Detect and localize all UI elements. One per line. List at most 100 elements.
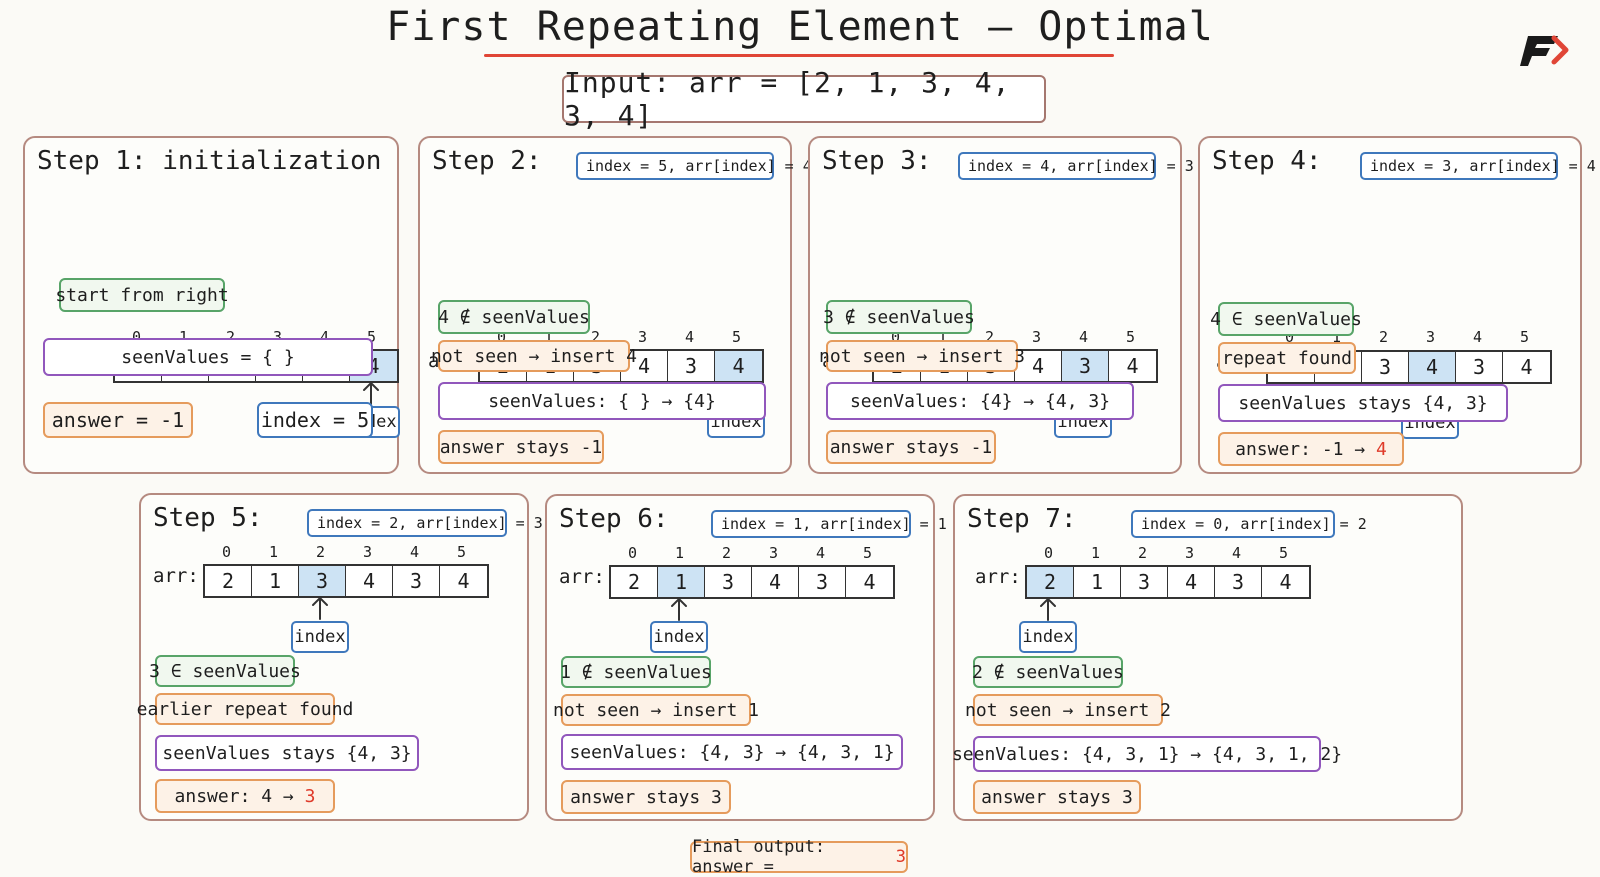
array-index-label: 5 — [1278, 544, 1289, 562]
array-index-label: 2 — [590, 328, 601, 346]
membership-check-box: 3 ∉ seenValues — [823, 300, 975, 334]
answer-box: answer stays -1 — [438, 430, 604, 464]
array-index-label: 4 — [684, 328, 695, 346]
answer-box: answer stays -1 — [826, 430, 996, 464]
answer-new-value: 3 — [304, 785, 316, 807]
array-index-label: 0 — [1043, 544, 1054, 562]
index-value-box: index = 5 — [257, 402, 373, 438]
final-output-value: 3 — [895, 847, 906, 867]
step-info-box: index = 5, arr[index] = 4 — [576, 152, 812, 180]
array-index-label: 2 — [225, 328, 236, 346]
membership-check-box: 4 ∈ seenValues — [1210, 302, 1362, 336]
array-cell: 1 — [252, 566, 299, 596]
array-index-label: 4 — [409, 543, 420, 561]
seen-values-box: seenValues: { } → {4} — [438, 382, 766, 420]
action-box: earlier repeat found — [137, 693, 353, 725]
array-cell: 3 — [1215, 567, 1262, 597]
action-box: not seen → insert 3 — [819, 340, 1025, 372]
brand-logo-icon — [1520, 35, 1569, 66]
step-panel-1: Step 1: initialization012345arr:213434in… — [23, 136, 400, 474]
index-pointer-label: index — [291, 621, 349, 653]
array-cell: 2 — [1027, 567, 1074, 597]
step-title: Step 7: — [967, 504, 1077, 534]
array-index-label: 3 — [272, 328, 283, 346]
array-index-label: 0 — [131, 328, 142, 346]
array-index-label: 4 — [1231, 544, 1242, 562]
array-cell: 3 — [705, 567, 752, 597]
array-cell: 4 — [863, 570, 876, 594]
array-index-label: 3 — [768, 544, 779, 562]
array-index-label: 3 — [362, 543, 373, 561]
array-index-label: 5 — [366, 328, 377, 346]
seen-values-box: seenValues = { } — [43, 338, 373, 376]
array-index-label: 0 — [496, 328, 507, 346]
step-title: Step 5: — [153, 503, 263, 533]
membership-check-box: 3 ∈ seenValues — [149, 655, 301, 687]
membership-check-box: 4 ∉ seenValues — [438, 300, 590, 334]
array-index-label: 5 — [1125, 328, 1136, 346]
array-index-label: 4 — [1472, 328, 1483, 346]
step-title: Step 6: — [559, 504, 669, 534]
answer-text: answer stays 3 — [981, 786, 1133, 808]
answer-box: answer: -1 → 4 — [1218, 432, 1404, 466]
answer-box: answer: 4 → 3 — [155, 779, 335, 813]
array-index-label: 0 — [627, 544, 638, 562]
page-title: First Repeating Element — Optimal — [386, 4, 1214, 50]
array-cell: 1 — [1074, 567, 1121, 597]
array-index-label: 1 — [1331, 328, 1342, 346]
array-label: arr: — [559, 566, 605, 588]
array-label: arr: — [153, 565, 199, 587]
answer-box: answer = -1 — [43, 402, 193, 438]
array-index-label: 4 — [319, 328, 330, 346]
array-index-label: 3 — [1031, 328, 1042, 346]
step-title: Step 4: — [1212, 146, 1322, 176]
answer-text: answer: 4 → — [174, 785, 305, 807]
array-index-label: 2 — [315, 543, 326, 561]
array-index-label: 2 — [1137, 544, 1148, 562]
array-cell: 4 — [457, 569, 470, 593]
step-panel-4: Step 4:index = 3, arr[index] = 4012345ar… — [1198, 136, 1596, 474]
array-cell: 4 — [1409, 352, 1456, 382]
array-index-label: 5 — [456, 543, 467, 561]
action-box: not seen → insert 1 — [553, 694, 759, 726]
step-panel-3: Step 3:index = 4, arr[index] = 3012345ar… — [808, 136, 1194, 474]
seen-values-box: seenValues: {4, 3, 1} → {4, 3, 1, 2} — [952, 736, 1342, 772]
answer-new-value: 4 — [1376, 438, 1387, 460]
array-cell: 2 — [205, 566, 252, 596]
step-title: Step 3: — [822, 146, 932, 176]
step-info-box: index = 0, arr[index] = 2 — [1131, 510, 1367, 538]
array-cell: 3 — [799, 567, 846, 597]
membership-check-box: 1 ∉ seenValues — [560, 656, 712, 688]
answer-box: answer stays 3 — [973, 780, 1141, 814]
start-note: start from right — [55, 278, 229, 312]
array-index-label: 3 — [1425, 328, 1436, 346]
pointer-arrow-icon — [312, 596, 328, 620]
pointer-arrow-icon — [671, 597, 687, 621]
array-cell: 3 — [1121, 567, 1168, 597]
step-info-box: index = 3, arr[index] = 4 — [1360, 152, 1596, 180]
array-index-label: 5 — [862, 544, 873, 562]
array-cell: 4 — [752, 567, 799, 597]
array-cell: 3 — [1456, 352, 1503, 382]
array-index-row: 0 1 2 3 4 5 — [1025, 544, 1307, 562]
final-output-label: Final output: answer = — [692, 837, 826, 877]
array-index-label: 3 — [637, 328, 648, 346]
array-index-label: 1 — [268, 543, 279, 561]
array-index-label: 1 — [1090, 544, 1101, 562]
array-index-label: 5 — [731, 328, 742, 346]
array-cell: 4 — [1126, 354, 1139, 378]
array-cell: 4 — [1279, 570, 1292, 594]
array-cell: 4 — [1168, 567, 1215, 597]
answer-text: answer stays 3 — [570, 786, 722, 808]
array-index-label: 3 — [1184, 544, 1195, 562]
